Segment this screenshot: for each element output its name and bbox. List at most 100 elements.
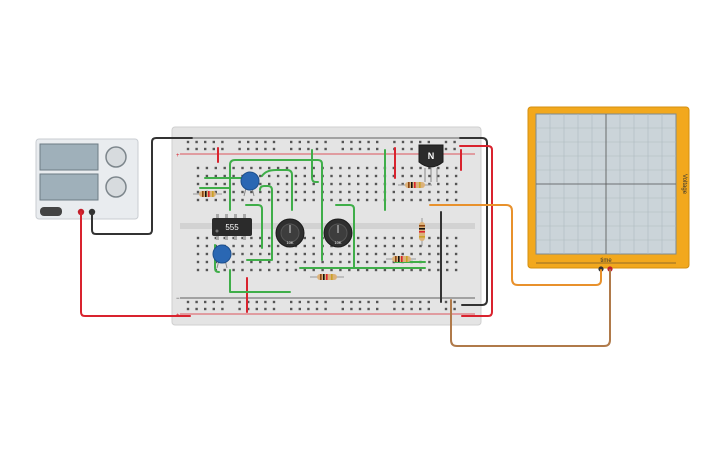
breadboard-hole[interactable] — [410, 300, 413, 304]
breadboard-hole[interactable] — [205, 182, 209, 186]
breadboard-hole[interactable] — [367, 300, 370, 304]
breadboard-hole[interactable] — [367, 147, 370, 151]
breadboard-hole[interactable] — [365, 190, 369, 194]
breadboard-hole[interactable] — [315, 307, 319, 311]
breadboard-hole[interactable] — [419, 190, 422, 194]
breadboard-hole[interactable] — [232, 190, 235, 194]
breadboard-hole[interactable] — [259, 174, 262, 178]
breadboard-hole[interactable] — [401, 190, 404, 194]
breadboard-hole[interactable] — [341, 307, 344, 311]
breadboard-hole[interactable] — [365, 252, 369, 256]
breadboard-hole[interactable] — [339, 190, 342, 194]
breadboard-hole[interactable] — [383, 260, 387, 264]
breadboard-hole[interactable] — [276, 182, 280, 186]
breadboard-hole[interactable] — [290, 140, 293, 144]
potentiometer-left[interactable]: 10K — [275, 218, 305, 248]
resistor-2[interactable] — [398, 182, 432, 188]
power-switch[interactable] — [40, 207, 62, 216]
breadboard-hole[interactable] — [186, 147, 190, 151]
breadboard-hole[interactable] — [454, 260, 458, 264]
breadboard-hole[interactable] — [324, 307, 327, 311]
breadboard-hole[interactable] — [276, 244, 280, 248]
breadboard-hole[interactable] — [264, 300, 267, 304]
potentiometer-right[interactable]: 10K — [323, 218, 353, 248]
breadboard-hole[interactable] — [374, 174, 378, 178]
breadboard-hole[interactable] — [315, 300, 319, 304]
breadboard-hole[interactable] — [247, 300, 250, 304]
breadboard-hole[interactable] — [264, 140, 267, 144]
breadboard-hole[interactable] — [285, 198, 289, 202]
breadboard-hole[interactable] — [196, 166, 200, 170]
breadboard-hole[interactable] — [238, 300, 241, 304]
oscilloscope[interactable]: time Voltage — [527, 106, 690, 272]
breadboard-hole[interactable] — [454, 268, 458, 272]
breadboard-hole[interactable] — [428, 182, 431, 186]
breadboard-hole[interactable] — [348, 244, 351, 248]
breadboard-hole[interactable] — [312, 244, 315, 248]
breadboard-hole[interactable] — [276, 166, 280, 170]
breadboard-hole[interactable] — [276, 252, 280, 256]
wire-green-10[interactable] — [214, 244, 220, 273]
breadboard-hole[interactable] — [195, 307, 198, 311]
breadboard-hole[interactable] — [437, 252, 440, 256]
breadboard-hole[interactable] — [341, 147, 344, 151]
breadboard-hole[interactable] — [250, 198, 253, 202]
breadboard-hole[interactable] — [196, 244, 200, 248]
breadboard-hole[interactable] — [357, 190, 360, 194]
breadboard-hole[interactable] — [250, 252, 253, 256]
breadboard-hole[interactable] — [285, 174, 289, 178]
breadboard-hole[interactable] — [444, 140, 448, 144]
breadboard-hole[interactable] — [241, 268, 244, 272]
breadboard-hole[interactable] — [348, 198, 351, 202]
breadboard-hole[interactable] — [186, 140, 190, 144]
breadboard-hole[interactable] — [357, 174, 360, 178]
breadboard-hole[interactable] — [383, 244, 387, 248]
breadboard-hole[interactable] — [437, 166, 440, 170]
breadboard-hole[interactable] — [419, 300, 422, 304]
breadboard-hole[interactable] — [350, 147, 353, 151]
breadboard-hole[interactable] — [259, 268, 262, 272]
breadboard-hole[interactable] — [303, 252, 306, 256]
breadboard-hole[interactable] — [437, 182, 440, 186]
breadboard-hole[interactable] — [339, 252, 342, 256]
wire-supply-ground[interactable] — [91, 137, 193, 235]
breadboard-hole[interactable] — [446, 182, 449, 186]
breadboard-hole[interactable] — [358, 140, 362, 144]
wire-brown-probe[interactable] — [450, 269, 611, 347]
breadboard-hole[interactable] — [205, 252, 209, 256]
breadboard-hole[interactable] — [410, 198, 413, 202]
power-supply[interactable] — [35, 138, 139, 220]
breadboard-hole[interactable] — [350, 307, 353, 311]
breadboard-hole[interactable] — [393, 140, 396, 144]
breadboard-hole[interactable] — [214, 182, 217, 186]
breadboard-hole[interactable] — [259, 182, 262, 186]
breadboard-hole[interactable] — [446, 190, 449, 194]
breadboard-hole[interactable] — [401, 198, 404, 202]
breadboard-hole[interactable] — [419, 244, 422, 248]
breadboard-hole[interactable] — [298, 140, 301, 144]
breadboard-hole[interactable] — [204, 307, 207, 311]
wire-green-9[interactable] — [335, 204, 355, 269]
breadboard-hole[interactable] — [324, 300, 327, 304]
breadboard-hole[interactable] — [454, 244, 458, 248]
breadboard-hole[interactable] — [348, 252, 351, 256]
breadboard-hole[interactable] — [315, 147, 319, 151]
breadboard-hole[interactable] — [259, 198, 262, 202]
breadboard-hole[interactable] — [259, 190, 262, 194]
breadboard-hole[interactable] — [212, 300, 215, 304]
breadboard-hole[interactable] — [392, 182, 395, 186]
breadboard-hole[interactable] — [307, 307, 310, 311]
breadboard-hole[interactable] — [428, 252, 431, 256]
breadboard-hole[interactable] — [232, 174, 235, 178]
breadboard-hole[interactable] — [255, 307, 258, 311]
breadboard-hole[interactable] — [446, 198, 449, 202]
breadboard-hole[interactable] — [427, 300, 430, 304]
breadboard-hole[interactable] — [410, 174, 413, 178]
wire-orange-probe[interactable] — [429, 204, 602, 286]
breadboard-hole[interactable] — [348, 190, 351, 194]
breadboard-hole[interactable] — [232, 182, 235, 186]
breadboard-hole[interactable] — [330, 268, 333, 272]
breadboard-hole[interactable] — [303, 244, 306, 248]
breadboard-hole[interactable] — [259, 252, 262, 256]
breadboard-hole[interactable] — [276, 268, 280, 272]
